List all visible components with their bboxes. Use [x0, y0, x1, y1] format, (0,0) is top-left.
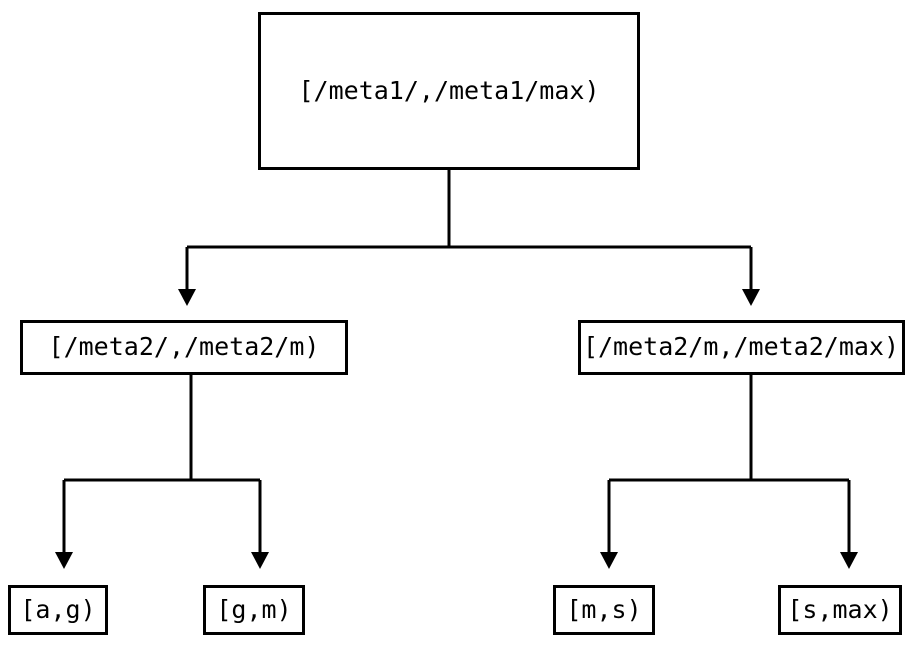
tree-node-leaf-3[interactable]: [m,s) [553, 585, 655, 635]
node-leaf-3-label: [m,s) [566, 595, 641, 624]
edge-mid-left-to-leaves-group [55, 375, 269, 569]
tree-node-mid-left[interactable]: [/meta2/,/meta2/m) [20, 320, 348, 375]
node-mid-right-label: [/meta2/m,/meta2/max) [583, 332, 899, 361]
tree-node-mid-right[interactable]: [/meta2/m,/meta2/max) [578, 320, 905, 375]
arrowhead-to-mid-right [742, 289, 760, 306]
node-mid-right-box[interactable] [578, 320, 905, 375]
arrowhead-to-leaf-1 [55, 552, 73, 569]
node-root-label: [/meta1/,/meta1/max) [298, 76, 599, 105]
edge-mid-right-to-leaves-group [600, 375, 858, 569]
node-mid-left-box[interactable] [20, 320, 348, 375]
node-leaf-2-label: [g,m) [216, 595, 291, 624]
node-mid-left-label: [/meta2/,/meta2/m) [49, 332, 320, 361]
node-leaf-1-label: [a,g) [20, 595, 95, 624]
node-leaf-4-box[interactable] [778, 585, 902, 635]
arrowhead-to-mid-left [178, 289, 196, 306]
node-leaf-3-box[interactable] [553, 585, 655, 635]
node-leaf-1-box[interactable] [8, 585, 108, 635]
arrowhead-to-leaf-3 [600, 552, 618, 569]
tree-node-leaf-4[interactable]: [s,max) [778, 585, 902, 635]
node-leaf-4-label: [s,max) [787, 595, 892, 624]
tree-node-root[interactable]: [/meta1/,/meta1/max) [258, 12, 640, 170]
arrowhead-to-leaf-4 [840, 552, 858, 569]
node-root-box[interactable] [258, 12, 640, 170]
tree-node-leaf-2[interactable]: [g,m) [203, 585, 305, 635]
node-leaf-2-box[interactable] [203, 585, 305, 635]
tree-node-leaf-1[interactable]: [a,g) [8, 585, 108, 635]
arrowhead-to-leaf-2 [251, 552, 269, 569]
edge-root-to-children-group [178, 170, 760, 306]
